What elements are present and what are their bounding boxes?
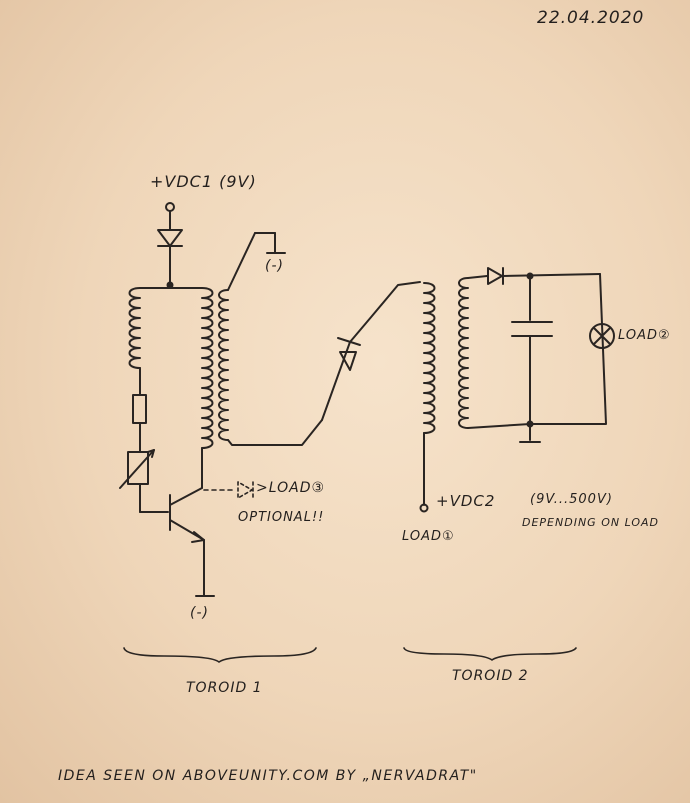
output-return-wire (467, 273, 607, 429)
feed-node (166, 281, 174, 289)
link-diode (337, 337, 361, 371)
link-wire-upper (321, 281, 421, 421)
vdc2-range-label: (9V...500V) (530, 492, 613, 507)
toroid1-output-coil (218, 289, 229, 441)
vdc2-label: +VDC2 (436, 492, 496, 510)
vdc2-terminal (419, 503, 429, 513)
lamp-icon (589, 323, 615, 349)
toroid1-label: TOROID 1 (186, 680, 263, 696)
resistor (132, 394, 147, 424)
load3-diode (237, 481, 254, 499)
toroid1-primary-coil (128, 287, 141, 369)
depending-label: DEPENDING ON LOAD (522, 516, 660, 529)
toroid2-secondary-coil (458, 277, 469, 429)
gnd-bottom-label: (-) (190, 605, 209, 621)
load1-label: LOAD① (402, 529, 455, 544)
secondary-top-wire (467, 275, 488, 279)
link-wire-lower (227, 419, 323, 446)
gnd-top-label: (-) (265, 258, 284, 274)
output-top-wire (502, 273, 601, 277)
transistor (169, 487, 205, 543)
toroid2-brace (403, 647, 577, 661)
coil-to-gnd-wire (227, 232, 256, 291)
input-diode (157, 229, 183, 247)
date-label: 22.04.2020 (537, 8, 645, 28)
potentiometer (119, 449, 155, 489)
toroid1-feedback-coil (201, 287, 214, 449)
load2-label: LOAD② (618, 328, 671, 343)
capacitor (511, 321, 553, 337)
toroid2-label: TOROID 2 (452, 668, 529, 684)
vdc1-terminal (165, 202, 175, 212)
toroid1-brace (123, 647, 317, 663)
toroid2-primary-coil (423, 282, 436, 434)
optional-label: OPTIONAL!! (238, 510, 325, 525)
vdc1-label: +VDC1 (9V) (150, 172, 257, 191)
load3-label: >LOAD③ (256, 480, 326, 496)
output-diode (487, 267, 504, 285)
credit-label: IDEA SEEN ON ABOVEUNITY.COM BY „NERVADRA… (58, 768, 478, 784)
